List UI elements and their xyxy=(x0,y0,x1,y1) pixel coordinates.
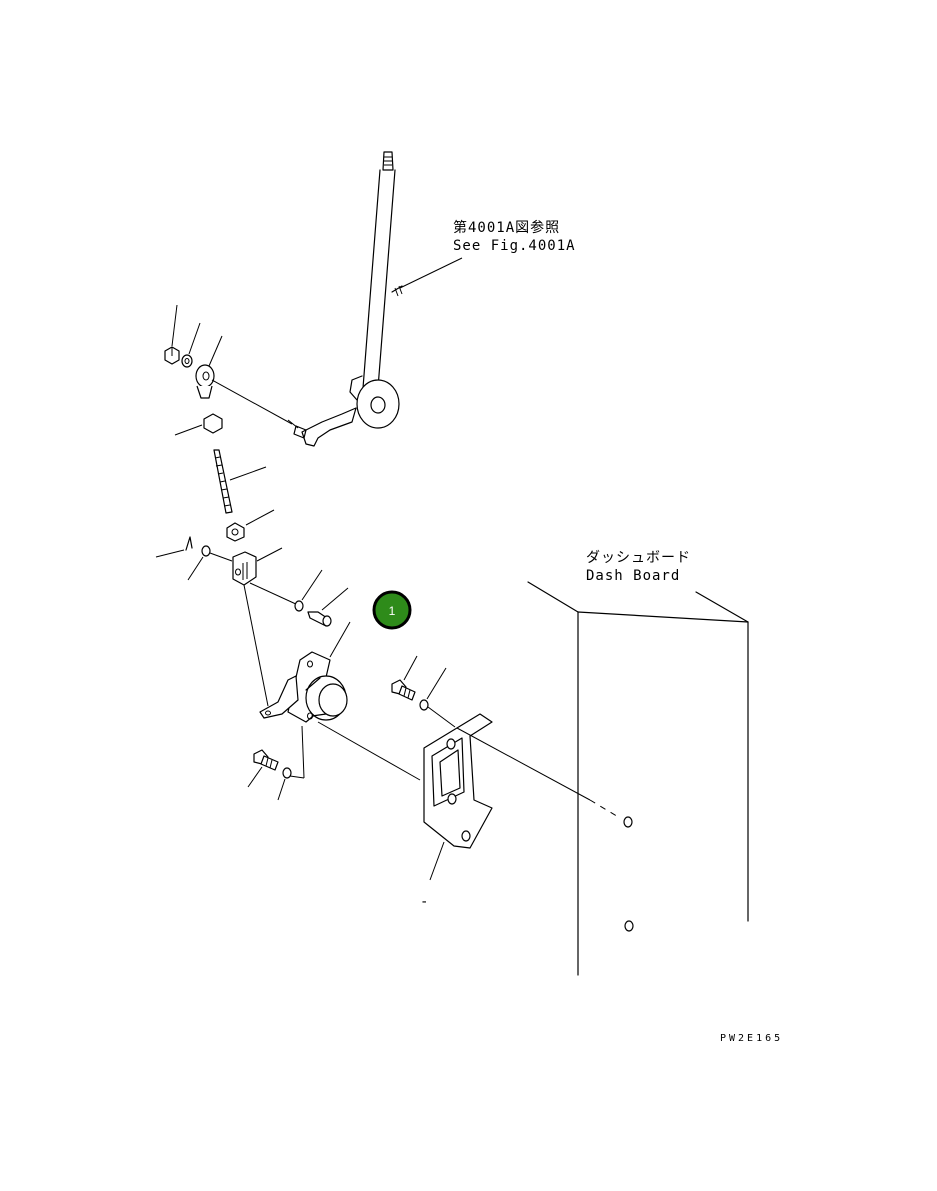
mount-hole-2 xyxy=(624,920,634,932)
leader-to-dash xyxy=(456,727,591,801)
mount-hole-1 xyxy=(623,816,633,828)
reference-note-jp: 第4001A図参照 xyxy=(453,219,560,236)
pin xyxy=(307,587,349,627)
drawing-code: PW2E165 xyxy=(720,1033,783,1044)
reference-note-en: See Fig.4001A xyxy=(453,238,576,254)
bolt-upper xyxy=(391,655,418,701)
washer-lower xyxy=(277,767,305,801)
mounting-bracket xyxy=(423,713,493,881)
clevis xyxy=(232,547,283,586)
gear-lever xyxy=(287,151,400,447)
dash-board-label-en: Dash Board xyxy=(586,568,680,584)
callout-circle[interactable] xyxy=(372,590,412,630)
callout-number[interactable]: 1 xyxy=(389,604,396,618)
link-line-1 xyxy=(243,584,269,707)
cotter-pin xyxy=(155,536,193,558)
switch-assembly xyxy=(259,621,351,723)
nut-lower xyxy=(226,509,275,542)
washer-right xyxy=(294,569,323,612)
leader-dashed xyxy=(589,799,621,819)
link-line-2 xyxy=(249,582,299,606)
reference-leader xyxy=(391,257,463,297)
nut-top xyxy=(164,304,180,365)
leader-switch-bracket xyxy=(317,721,421,781)
bolt-lower xyxy=(247,749,279,788)
leader-switch-down xyxy=(301,725,305,779)
threaded-rod xyxy=(213,449,267,514)
washer-upper xyxy=(419,667,456,728)
dash-board-label-jp: ダッシュボード xyxy=(586,550,691,566)
washer-top xyxy=(181,322,201,368)
ball-joint xyxy=(195,335,293,425)
callout-1[interactable]: 1 xyxy=(372,590,412,630)
bottom-dash: - xyxy=(420,894,429,910)
nut-middle xyxy=(174,413,223,436)
dash-board-panel xyxy=(527,581,749,976)
washer-pin xyxy=(187,545,233,581)
